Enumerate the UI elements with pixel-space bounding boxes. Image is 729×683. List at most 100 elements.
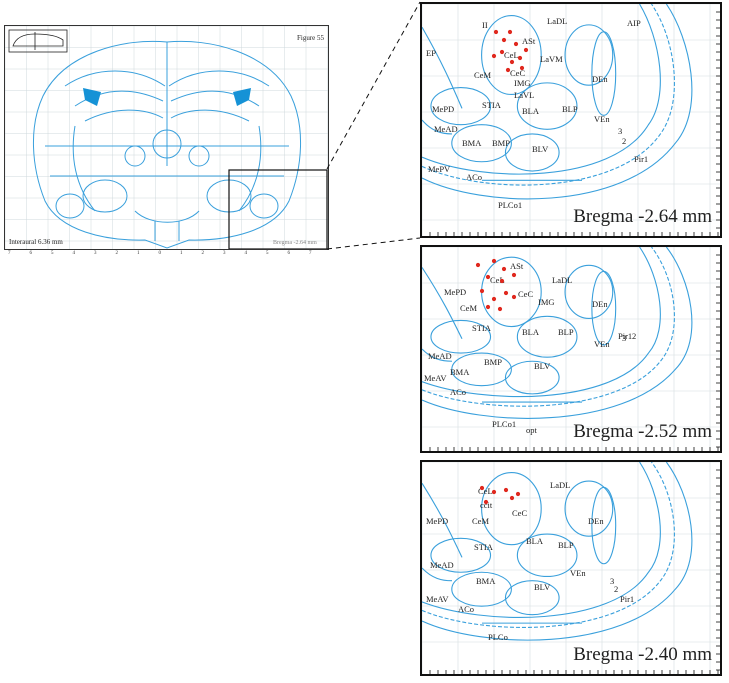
- region-label: MePV: [428, 164, 451, 174]
- region-label: II: [482, 20, 488, 30]
- region-label: BLP: [558, 327, 574, 337]
- lateral-ventricle-left: [83, 88, 101, 106]
- region-label: BMA: [462, 138, 482, 148]
- region-label: 2: [614, 584, 618, 594]
- injection-marker: [497, 306, 503, 312]
- injection-marker: [509, 495, 515, 501]
- axis-tick-label: 6: [29, 251, 33, 256]
- region-label: MeAD: [434, 124, 458, 134]
- region-label: MePD: [444, 287, 466, 297]
- injection-marker: [491, 258, 497, 264]
- injection-marker: [503, 487, 509, 493]
- region-label: BLA: [522, 106, 540, 116]
- figure-label: Figure 55: [297, 34, 325, 42]
- axis-tick-label: 3: [223, 251, 226, 256]
- injection-marker: [507, 29, 513, 35]
- region-label: CeL: [478, 486, 493, 496]
- overview-bregma-label: Bregma -2.64 mm: [273, 240, 317, 246]
- region-label: CeM: [460, 303, 477, 313]
- injection-marker: [517, 55, 523, 61]
- axis-tick-label: 7: [8, 251, 11, 256]
- axis-tick-label: 2: [115, 251, 119, 256]
- region-label: opt: [526, 425, 538, 435]
- region-label: 3: [622, 333, 626, 343]
- region-label: Pir1: [618, 331, 632, 341]
- axis-tick-label: 5: [51, 251, 54, 256]
- region-label: STIA: [482, 100, 502, 110]
- injection-marker: [493, 29, 499, 35]
- injection-marker: [479, 288, 485, 294]
- injection-marker: [523, 47, 529, 53]
- injection-marker: [483, 499, 489, 505]
- zoom-region-box: [228, 169, 328, 250]
- axis-tick-label: 4: [244, 251, 248, 256]
- injection-marker: [511, 272, 517, 278]
- injection-marker: [519, 65, 525, 71]
- overview-atlas-drawing: Figure 55 Interaural 6.36 mm Bregma -2.6…: [4, 25, 328, 250]
- injection-site-markers: [475, 258, 517, 312]
- coronal-section-outline: [32, 40, 302, 249]
- injection-marker: [499, 278, 505, 284]
- injection-marker: [513, 41, 519, 47]
- region-label: LaVM: [540, 54, 563, 64]
- injection-marker: [475, 262, 481, 268]
- region-label: PLCo1: [492, 419, 516, 429]
- region-label: DEn: [592, 299, 608, 309]
- region-label: LaVL: [514, 90, 534, 100]
- region-label: ACo: [458, 604, 474, 614]
- region-label: PLCo: [488, 632, 508, 642]
- region-label: Pir1: [634, 154, 648, 164]
- region-label: ASt: [510, 261, 524, 271]
- region-label: BLV: [534, 582, 551, 592]
- region-label: MePD: [432, 104, 454, 114]
- region-label: ACo: [466, 172, 482, 182]
- injection-marker: [509, 59, 515, 65]
- axis-tick-label: 3: [94, 251, 97, 256]
- injection-marker: [515, 491, 521, 497]
- injection-site-markers: [479, 485, 521, 505]
- region-label: BLP: [558, 540, 574, 550]
- injection-marker: [491, 489, 497, 495]
- region-label: 2: [632, 331, 636, 341]
- region-label: BLV: [534, 361, 551, 371]
- injection-marker: [485, 274, 491, 280]
- injection-marker: [485, 304, 491, 310]
- region-label: 3: [618, 126, 622, 136]
- region-label: CeC: [518, 289, 533, 299]
- region-label: IMG: [514, 78, 531, 88]
- region-label: VEn: [570, 568, 586, 578]
- region-label: AIP: [627, 18, 641, 28]
- sagittal-inset-icon: [8, 29, 68, 53]
- bregma-label-3: Bregma -2.40 mm: [573, 644, 712, 665]
- region-label: ccit: [480, 500, 493, 510]
- region-label: CeM: [472, 516, 489, 526]
- axis-tick-label: 2: [201, 251, 205, 256]
- region-label: VEn: [594, 339, 610, 349]
- axis-tick-label: 6: [287, 251, 291, 256]
- region-label: MePD: [426, 516, 448, 526]
- injection-marker: [511, 294, 517, 300]
- axis-tick-label: 7: [309, 251, 312, 256]
- region-label: LaDL: [552, 275, 572, 285]
- lateral-ventricle-right: [233, 88, 251, 106]
- injection-marker: [501, 37, 507, 43]
- region-label: DEn: [588, 516, 604, 526]
- region-label: BLA: [526, 536, 544, 546]
- region-label: 2: [622, 136, 626, 146]
- bregma-label-1: Bregma -2.64 mm: [573, 206, 712, 227]
- bregma-label-2: Bregma -2.52 mm: [573, 421, 712, 442]
- axis-tick-label: 1: [137, 251, 140, 256]
- region-label: MeAD: [430, 560, 454, 570]
- interaural-label: Interaural 6.36 mm: [9, 238, 63, 246]
- injection-marker: [505, 67, 511, 73]
- region-label: CeL: [490, 275, 505, 285]
- region-label: DEn: [592, 74, 608, 84]
- region-label: CeC: [510, 68, 525, 78]
- injection-marker: [479, 485, 485, 491]
- region-label: STIA: [474, 542, 494, 552]
- overview-atlas-panel: Figure 55 Interaural 6.36 mm Bregma -2.6…: [4, 25, 329, 250]
- injection-marker: [491, 53, 497, 59]
